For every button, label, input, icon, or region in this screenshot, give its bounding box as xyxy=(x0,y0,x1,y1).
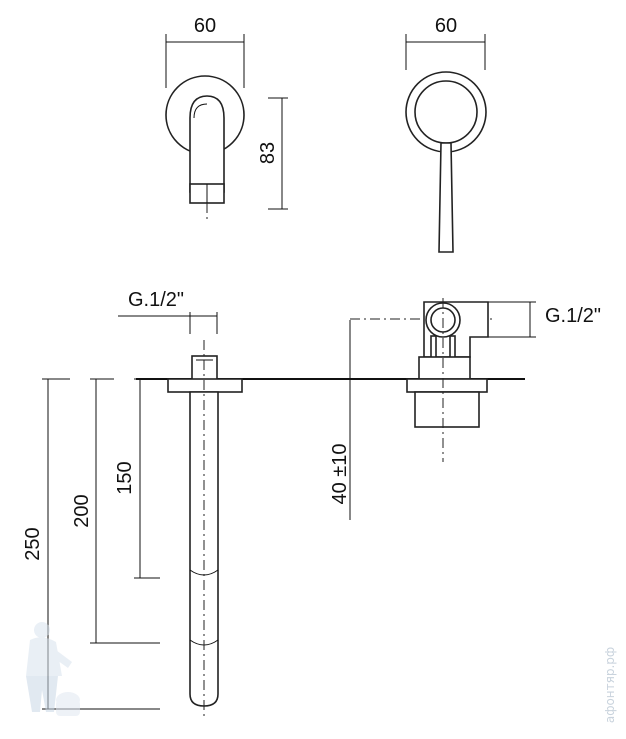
dim-top-left-width: 60 xyxy=(194,15,216,37)
lever-front-view: 60 xyxy=(405,15,487,253)
plumber-watermark-logo xyxy=(26,622,80,716)
watermark-text: афонтяр.рф xyxy=(603,647,617,723)
dim-top-right-width: 60 xyxy=(435,15,457,37)
dim-250: 250 xyxy=(22,527,44,560)
dim-top-height: 83 xyxy=(257,142,279,164)
mixer-body-view: G.1/2" 40 ±10 xyxy=(329,298,601,520)
dim-thread-right: G.1/2" xyxy=(545,305,601,327)
spout-side-view: 60 83 xyxy=(165,15,288,222)
dim-200: 200 xyxy=(71,494,93,527)
spout-section-view: G.1/2" 150 200 250 xyxy=(22,289,525,716)
dim-body-depth: 40 ±10 xyxy=(329,443,351,504)
dim-150: 150 xyxy=(114,461,136,494)
dim-thread-left: G.1/2" xyxy=(128,289,184,311)
